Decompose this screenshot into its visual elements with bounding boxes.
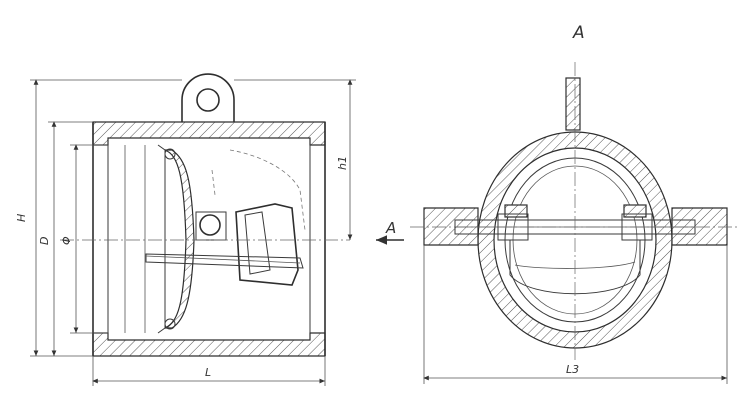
dim-h1-label: h1 xyxy=(336,156,349,170)
end-view-a xyxy=(410,62,740,360)
lug-hole xyxy=(196,88,220,112)
dim-l3: L3 xyxy=(423,245,728,384)
dim-inner-diameter-label: Φ xyxy=(60,236,73,245)
body-bottom-wall xyxy=(92,332,326,357)
view-arrow-a: A xyxy=(376,219,404,245)
body-top-wall xyxy=(92,121,326,146)
dim-h1: h1 xyxy=(234,79,356,240)
dim-height-label: H xyxy=(15,214,28,222)
dim-length: L xyxy=(92,356,326,386)
disc-arm xyxy=(235,203,299,286)
view-a-title: A xyxy=(572,23,585,43)
left-flange xyxy=(423,207,479,246)
dim-diameter-label: D xyxy=(38,237,51,245)
lifting-lug xyxy=(181,73,235,122)
dim-l3-label: L3 xyxy=(566,363,579,376)
dim-length-label: L xyxy=(205,366,211,379)
dim-inner-diameter: Φ xyxy=(60,144,108,334)
pivot-pin xyxy=(199,214,221,236)
view-arrow-label: A xyxy=(385,219,396,237)
right-flange xyxy=(671,207,728,246)
dim-height: H xyxy=(15,79,182,357)
dim-diameter: D xyxy=(38,121,93,356)
seat-ring xyxy=(157,144,166,334)
side-section-view xyxy=(60,73,350,357)
